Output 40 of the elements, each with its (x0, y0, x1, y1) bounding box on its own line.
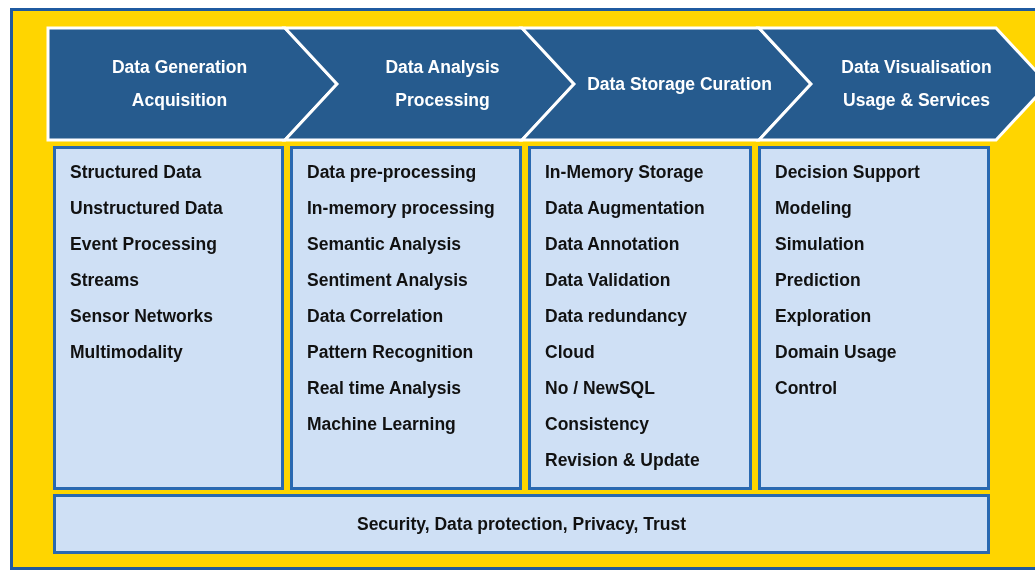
category-panel (290, 146, 522, 490)
list-item: Sensor Networks (70, 305, 214, 327)
list-item: Prediction (775, 269, 862, 291)
list-item: Data Correlation (307, 305, 445, 327)
footer-band (53, 494, 990, 554)
list-item: Control (775, 377, 839, 399)
list-item: Pattern Recognition (307, 341, 475, 363)
list-item: Sentiment Analysis (307, 269, 469, 291)
list-item: Data Validation (545, 269, 672, 291)
stage-title: Data Generation Acquisition (110, 56, 249, 112)
category-panel (53, 146, 284, 490)
list-item: Data Annotation (545, 233, 681, 255)
list-item: Machine Learning (307, 413, 457, 435)
list-item: Event Processing (70, 233, 218, 255)
stage-title: Data Storage Curation (586, 72, 773, 96)
list-item: In-memory processing (307, 197, 496, 219)
list-item: Semantic Analysis (307, 233, 462, 255)
list-item: In-Memory Storage (545, 161, 705, 183)
list-item: Structured Data (70, 161, 203, 183)
category-panel (528, 146, 752, 490)
list-item: Multimodality (70, 341, 184, 363)
list-item: Consistency (545, 413, 651, 435)
list-item: Unstructured Data (70, 197, 224, 219)
category-panel (758, 146, 990, 490)
band-text: Security, Data protection, Privacy, Trust (356, 513, 686, 535)
list-item: Simulation (775, 233, 866, 255)
list-item: Streams (70, 269, 141, 291)
list-item: Cloud (545, 341, 596, 363)
list-item: Modeling (775, 197, 853, 219)
stage-title: Data Visualisation Usage & Services (840, 56, 993, 112)
list-item: No / NewSQL (545, 377, 656, 399)
list-item: Domain Usage (775, 341, 898, 363)
list-item: Exploration (775, 305, 873, 327)
list-item: Real time Analysis (307, 377, 462, 399)
list-item: Data Augmentation (545, 197, 706, 219)
list-item: Revision & Update (545, 449, 701, 471)
list-item: Data pre-processing (307, 161, 478, 183)
list-item: Decision Support (775, 161, 921, 183)
list-item: Data redundancy (545, 305, 688, 327)
stage-title: Data Analysis Processing (384, 56, 501, 112)
